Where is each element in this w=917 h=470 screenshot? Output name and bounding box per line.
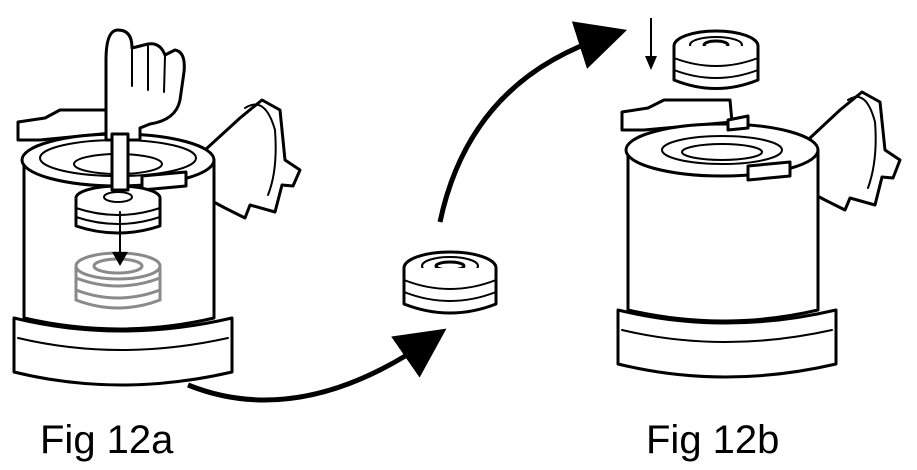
hand-icon	[104, 28, 186, 192]
seal-ghost-fig-12a	[74, 251, 162, 310]
appliance-fig-12b	[616, 90, 902, 379]
seal-in-place-fig-12a	[74, 184, 162, 235]
arrow-to-seal	[187, 328, 447, 403]
appliance-fig-12a	[12, 28, 302, 387]
new-seal-fig-12b	[672, 29, 760, 90]
figure-label-12a: Fig 12a	[40, 418, 174, 462]
figure-label-12b: Fig 12b	[646, 418, 780, 462]
removed-seal	[402, 250, 498, 315]
arrow-to-fig-12b	[437, 21, 628, 223]
down-arrow-icon	[645, 18, 657, 70]
